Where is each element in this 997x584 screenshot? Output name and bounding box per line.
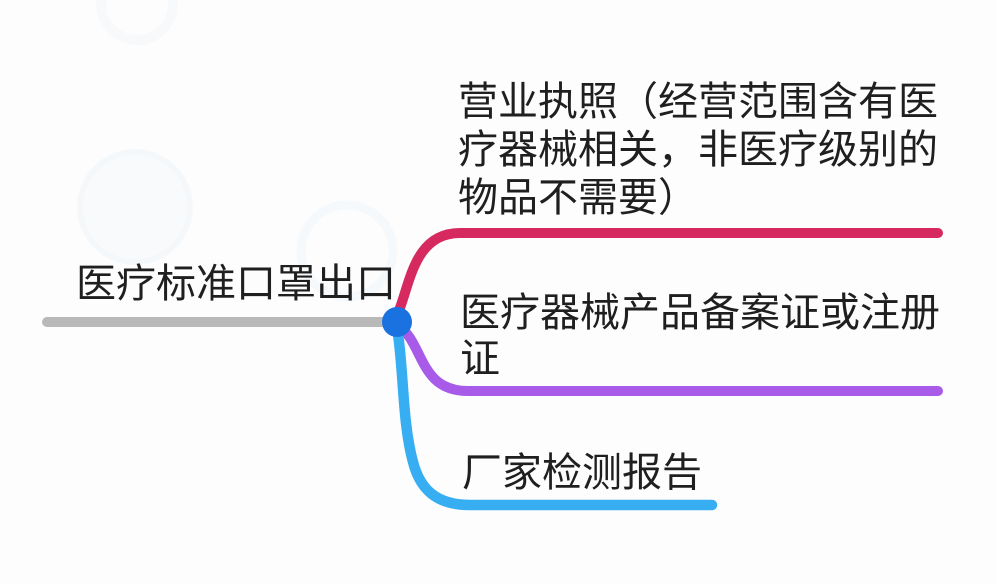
root-node[interactable]: 医疗标准口罩出口: [76, 262, 396, 306]
branch-node-business-license[interactable]: 营业执照（经营范围含有医 疗器械相关，非医疗级别的 物品不需要）: [458, 78, 938, 222]
branch-label-line: 厂家检测报告: [462, 451, 702, 495]
branch-node-registration-cert[interactable]: 医疗器械产品备案证或注册 证: [460, 290, 940, 382]
root-node-label: 医疗标准口罩出口: [76, 262, 396, 306]
watermark-shapes: [77, 0, 398, 302]
branch-label-line: 医疗器械产品备案证或注册: [460, 291, 940, 335]
branch-label-line: 物品不需要）: [458, 176, 698, 220]
branch-connector-business-license: [391, 228, 943, 323]
branch-label-line: 疗器械相关，非医疗级别的: [458, 128, 938, 172]
branch-node-test-report[interactable]: 厂家检测报告: [462, 450, 702, 496]
branch-label-line: 证: [460, 337, 500, 381]
branch-connector-registration-cert: [394, 321, 943, 396]
branch-connector-test-report: [391, 321, 718, 511]
junction-dot[interactable]: [382, 307, 412, 337]
branch-label-line: 营业执照（经营范围含有医: [458, 80, 938, 124]
